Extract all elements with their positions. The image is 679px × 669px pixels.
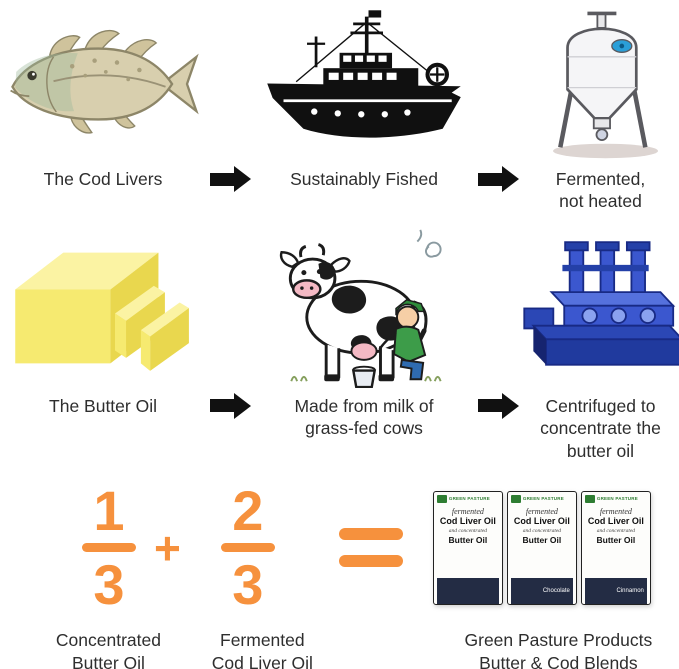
label-fermented: Fermented, not heated <box>555 169 646 212</box>
product-box-3: GREEN PASTURE fermented Cod Liver Oil an… <box>580 490 651 605</box>
product-flavor: Cinnamon <box>584 577 647 604</box>
fraction-numerator: 1 <box>93 478 125 542</box>
equals-sign <box>338 528 403 568</box>
fraction-bar <box>82 543 136 553</box>
process-row-cod: The Cod Livers <box>4 6 675 213</box>
fraction-one-third: 1 3 <box>78 478 140 617</box>
fraction-numerator: 2 <box>232 478 264 542</box>
step-grass-fed-milk: Made from milk of grass-fed cows <box>258 227 470 440</box>
step-sustainably-fished: Sustainably Fished <box>258 6 470 190</box>
right-arrow-icon <box>209 166 251 192</box>
equation-labels: Concentrated Butter Oil Fermented Cod Li… <box>4 629 675 669</box>
label-grass-fed-milk: Made from milk of grass-fed cows <box>294 395 434 439</box>
plus-sign: + <box>154 521 181 574</box>
fraction-denominator: 3 <box>232 553 264 617</box>
equation-row: 1 3 + 2 3 GREEN PASTURE fermented Cod Li… <box>4 478 675 617</box>
step-centrifuged: Centrifuged to concentrate the butter oi… <box>522 227 679 462</box>
label-green-pasture-blends: Green Pasture Products Butter & Cod Blen… <box>464 630 653 669</box>
butter-block-icon <box>6 227 200 389</box>
product-box-1: GREEN PASTURE fermented Cod Liver Oil an… <box>432 490 503 605</box>
product-flavor <box>436 577 499 604</box>
right-arrow-icon <box>209 392 251 419</box>
fraction-bar <box>220 543 275 553</box>
right-arrow-icon <box>477 166 519 192</box>
label-centrifuged: Centrifuged to concentrate the butter oi… <box>540 395 661 461</box>
fraction-denominator: 3 <box>93 553 125 617</box>
label-cod-livers: The Cod Livers <box>43 169 163 189</box>
arrow-1 <box>202 6 258 192</box>
product-box-2: GREEN PASTURE fermented Cod Liver Oil an… <box>506 490 577 605</box>
fraction-two-thirds: 2 3 <box>217 478 279 617</box>
cod-fish-icon <box>5 6 201 162</box>
label-fermented-cod-liver-oil: Fermented Cod Liver Oil <box>211 630 313 669</box>
product-flavor: Chocolate <box>510 577 573 604</box>
fishing-boat-icon <box>260 6 468 162</box>
cow-milking-icon <box>269 227 459 389</box>
process-row-butter: The Butter Oil <box>4 227 679 462</box>
product-boxes: GREEN PASTURE fermented Cod Liver Oil an… <box>432 490 651 605</box>
label-butter-oil: The Butter Oil <box>49 395 157 416</box>
arrow-2 <box>470 6 526 192</box>
green-pasture-logo-icon <box>584 494 595 503</box>
right-arrow-icon <box>477 392 519 419</box>
arrow-3 <box>202 227 258 419</box>
step-butter-oil: The Butter Oil <box>4 227 202 417</box>
green-pasture-logo-icon <box>510 494 521 503</box>
step-cod-livers: The Cod Livers <box>4 6 202 190</box>
label-concentrated-butter-oil: Concentrated Butter Oil <box>55 630 161 669</box>
green-pasture-logo-icon <box>436 494 447 503</box>
label-sustainably-fished: Sustainably Fished <box>290 169 438 189</box>
fermentation-tank-icon <box>531 6 671 162</box>
arrow-4 <box>470 227 526 419</box>
step-fermented: Fermented, not heated <box>526 6 675 213</box>
centrifuge-machine-icon <box>517 227 679 389</box>
